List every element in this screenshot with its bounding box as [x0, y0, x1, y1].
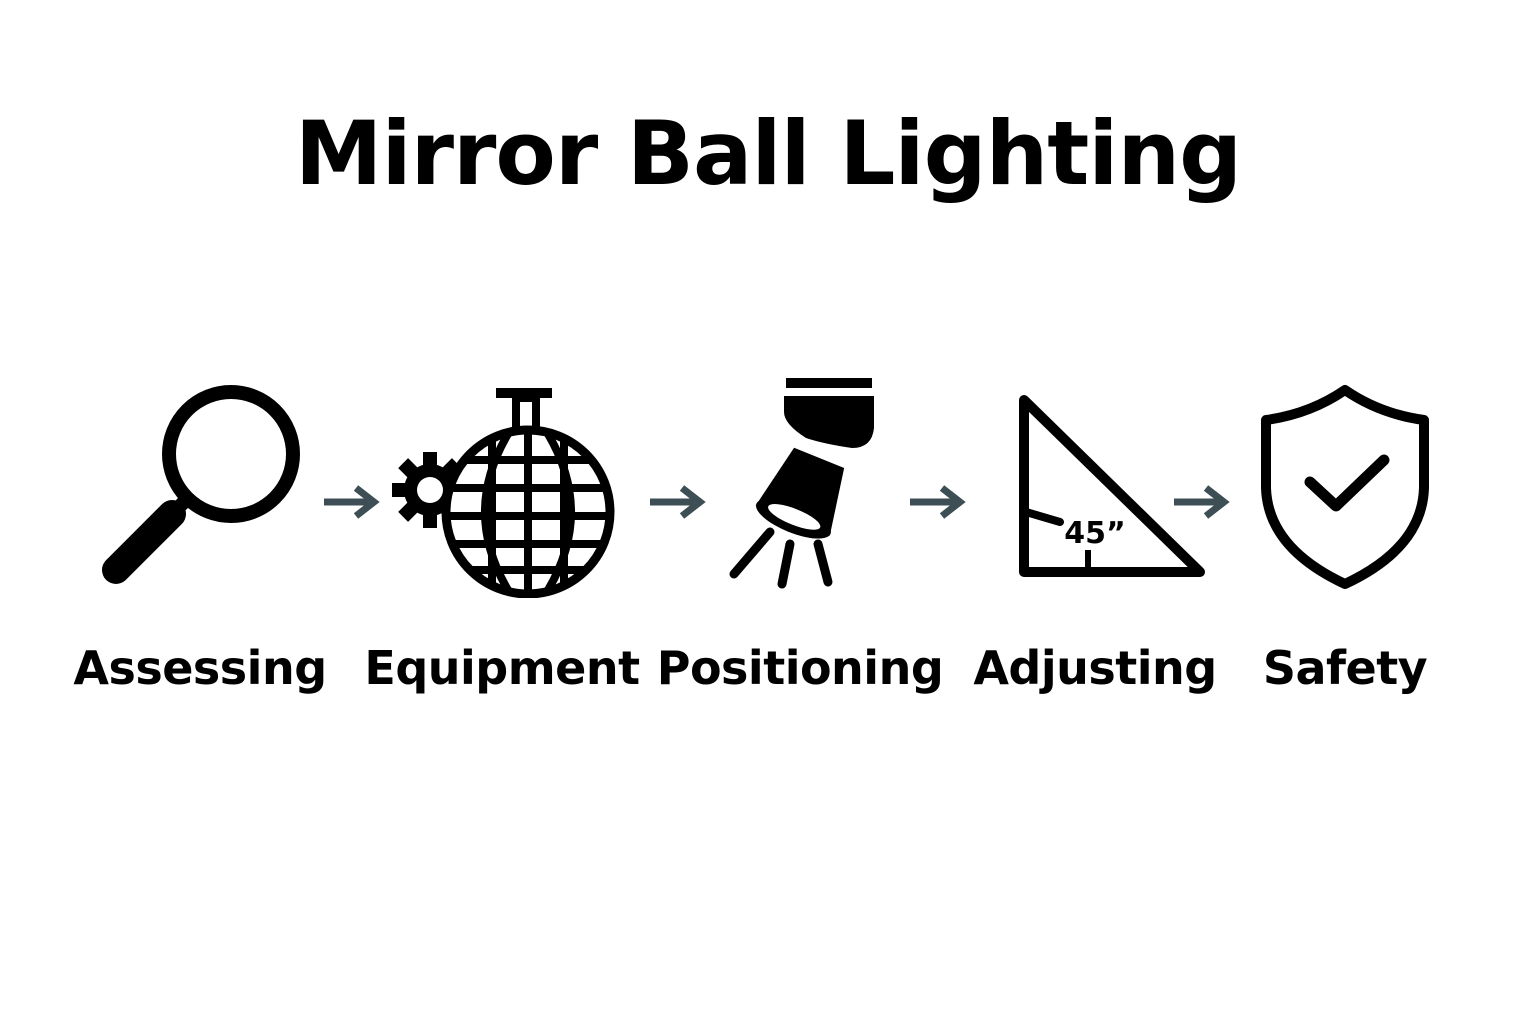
shield-check-icon [1261, 385, 1429, 589]
step-label-positioning: Positioning [656, 641, 944, 695]
step-label-safety: Safety [1262, 641, 1428, 695]
step-label-adjusting: Adjusting [973, 641, 1217, 695]
step-label-assessing: Assessing [73, 641, 327, 695]
magnifying-glass-icon [102, 385, 300, 584]
spotlight-icon [729, 378, 874, 589]
mirror-ball-gear-icon [392, 388, 615, 598]
set-square-angle-icon: 45” [1019, 395, 1205, 577]
angle-label: 45” [1064, 516, 1125, 551]
arrow-right-icon [324, 485, 380, 519]
step-label-equipment: Equipment [364, 641, 640, 695]
arrow-right-icon [1174, 485, 1230, 519]
diagram-title: Mirror Ball Lighting [294, 102, 1242, 205]
arrow-right-icon [910, 485, 966, 519]
arrow-right-icon [650, 485, 706, 519]
